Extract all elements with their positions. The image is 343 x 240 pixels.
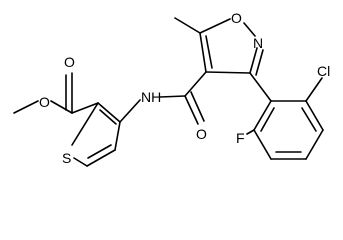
atom-label-s-thiophene: S [62, 150, 71, 166]
bond-methyl-o [13, 100, 39, 114]
bond-c2-c3-a [97, 102, 121, 123]
bond-o-n [243, 22, 256, 37]
bond-amidec-o-b [190, 91, 205, 122]
bond-c4-c5iso-b [205, 35, 213, 69]
bond-c5iso-methyl [174, 17, 201, 34]
atom-label-o-ester: O [39, 94, 50, 110]
bond-s-c2 [71, 102, 99, 146]
bond-ph6-ph1-b [260, 107, 275, 132]
bond-ph2-ph3-b [301, 107, 317, 132]
bond-carbonylc-c2 [71, 102, 99, 114]
bond-amidec-c4 [184, 71, 207, 97]
bond-c3iso-c4 [205, 71, 251, 74]
bond-c4-c5-a [86, 149, 116, 167]
bond-nh-amidec [159, 95, 186, 98]
bond-c3-c4 [114, 121, 121, 151]
bond-ph6-ph1-a [253, 100, 272, 131]
atom-label-f: F [236, 130, 245, 146]
atom-label-o-isoxazole: O [231, 10, 242, 26]
atom-label-o-carbonyl-ester: O [64, 54, 75, 70]
bond-ph3-ph4 [305, 129, 324, 160]
bond-c3-nh [119, 99, 141, 123]
bond-c4-c5-b [87, 144, 112, 159]
bond-ph2-cl [305, 77, 323, 102]
bond-n-c3iso-a [249, 47, 258, 74]
bond-ph6-f [246, 129, 255, 135]
bond-lines [13, 17, 324, 167]
bond-c2-c3-b [99, 109, 117, 125]
atom-labels: O O S NH O O N Cl F [39, 10, 330, 166]
bond-c5-s [73, 157, 88, 167]
bond-c3iso-phenyl [249, 72, 272, 102]
atom-label-o-amide: O [196, 126, 207, 142]
bond-ph5-ph6 [253, 129, 272, 160]
bond-amidec-o-a [184, 95, 199, 125]
bond-n-c3iso-b [255, 49, 264, 76]
atom-label-nh: NH [141, 89, 161, 105]
chemical-structure-diagram: O O S NH O O N Cl F [13, 10, 330, 167]
bond-c5iso-o [199, 18, 231, 34]
atom-label-cl: Cl [317, 63, 330, 79]
bond-ph2-ph3-a [305, 100, 324, 131]
bond-o-carbonylc [50, 100, 73, 114]
atom-label-n-isoxazole: N [253, 35, 263, 51]
bond-c4-c5iso-a [199, 32, 207, 73]
